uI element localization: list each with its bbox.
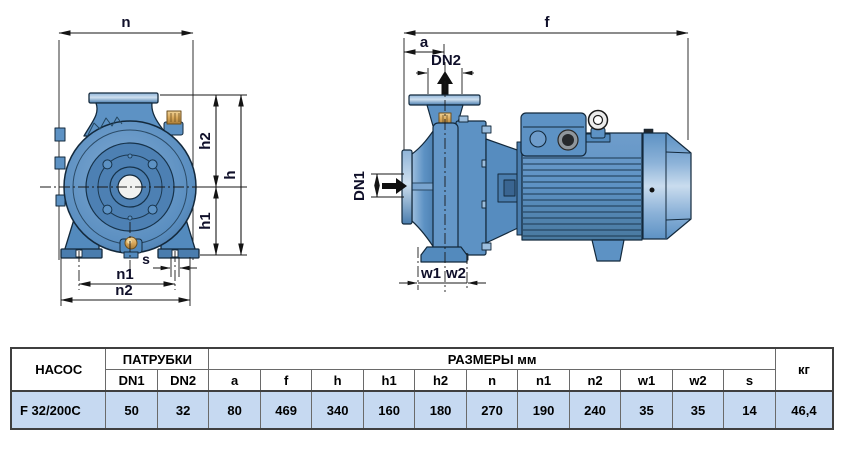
lifting-eye bbox=[587, 109, 609, 139]
dim-f-label: f bbox=[545, 14, 551, 31]
cell-h: 340 bbox=[311, 390, 364, 430]
pump-front-body bbox=[54, 92, 200, 259]
dim-n1-label: n1 bbox=[116, 266, 134, 283]
pump-foot bbox=[420, 246, 468, 263]
front-discharge-flange bbox=[88, 92, 159, 104]
subheader-w2: w2 bbox=[671, 369, 725, 392]
cell-h1: 160 bbox=[362, 390, 416, 430]
terminal-box bbox=[520, 112, 587, 157]
dim-w1-label: w1 bbox=[420, 265, 441, 282]
cell-a: 80 bbox=[208, 390, 261, 430]
dim-w2-label: w2 bbox=[445, 265, 466, 282]
subheader-s: s bbox=[723, 369, 776, 392]
subheader-n1: n1 bbox=[517, 369, 570, 392]
dim-s-label: s bbox=[142, 251, 150, 267]
dimension-f bbox=[403, 30, 689, 150]
dim-n-label: n bbox=[121, 14, 130, 31]
side-discharge-flange bbox=[408, 94, 481, 106]
dim-h2-label: h2 bbox=[197, 132, 214, 150]
fan-cover bbox=[642, 132, 692, 240]
cell-pump-model: F 32/200C bbox=[10, 390, 107, 430]
pump-front-view: n bbox=[40, 14, 247, 306]
subheader-dn2: DN2 bbox=[156, 369, 210, 392]
header-pump: НАСОС bbox=[10, 347, 107, 392]
cell-w2: 35 bbox=[671, 390, 725, 430]
flow-arrow-right-icon bbox=[382, 178, 407, 194]
cell-n1: 190 bbox=[517, 390, 570, 430]
casing-back-flange bbox=[455, 120, 487, 256]
cell-dn1: 50 bbox=[105, 390, 158, 430]
side-centerlines bbox=[417, 62, 468, 292]
dimension-a bbox=[403, 44, 445, 60]
subheader-h2: h2 bbox=[414, 369, 467, 392]
pump-side-body bbox=[401, 94, 692, 263]
cell-f: 469 bbox=[259, 390, 313, 430]
subheader-dn1: DN1 bbox=[105, 369, 158, 392]
dim-h1-label: h1 bbox=[197, 212, 214, 230]
subheader-a: a bbox=[208, 369, 261, 392]
dimension-h-group bbox=[160, 94, 247, 256]
subheader-h1: h1 bbox=[362, 369, 416, 392]
cell-w1: 35 bbox=[620, 390, 673, 430]
dimensions-table: НАСОС ПАТРУБКИ РАЗМЕРЫ мм кг DN1 DN2 a f… bbox=[10, 347, 834, 430]
header-ports: ПАТРУБКИ bbox=[105, 347, 210, 370]
table-row: F 32/200C 50 32 80 469 340 160 180 270 1… bbox=[10, 390, 834, 430]
cell-dn2: 32 bbox=[156, 390, 210, 430]
subheader-h: h bbox=[311, 369, 364, 392]
subheader-n2: n2 bbox=[568, 369, 622, 392]
dim-n2-label: n2 bbox=[115, 282, 133, 299]
cell-n: 270 bbox=[465, 390, 519, 430]
subheader-n: n bbox=[465, 369, 519, 392]
cell-kg: 46,4 bbox=[774, 390, 834, 430]
cell-s: 14 bbox=[723, 390, 776, 430]
dim-dn1-label: DN1 bbox=[351, 171, 368, 201]
casing-band bbox=[432, 122, 459, 257]
cable-entry-blank bbox=[529, 130, 547, 148]
dimension-n bbox=[58, 30, 194, 260]
dimension-s bbox=[153, 257, 197, 277]
header-weight: кг bbox=[774, 347, 834, 392]
dimension-dn1 bbox=[371, 173, 404, 198]
drain-plug bbox=[119, 236, 143, 259]
motor-foot bbox=[591, 239, 625, 262]
dimension-n2 bbox=[60, 257, 191, 306]
cell-h2: 180 bbox=[414, 390, 467, 430]
pump-side-view: f a DN2 bbox=[351, 14, 692, 292]
subheader-f: f bbox=[259, 369, 313, 392]
dim-a-label: a bbox=[420, 34, 429, 51]
brass-plug bbox=[166, 110, 182, 125]
dim-dn2-label: DN2 bbox=[431, 52, 461, 69]
subheader-w1: w1 bbox=[620, 369, 673, 392]
pump-technical-drawing: n bbox=[40, 14, 692, 306]
cell-n2: 240 bbox=[568, 390, 622, 430]
dimension-dn2 bbox=[416, 68, 474, 94]
dim-h-label: h bbox=[222, 170, 239, 179]
header-dimensions: РАЗМЕРЫ мм bbox=[208, 347, 776, 370]
front-right-foot bbox=[157, 248, 200, 259]
